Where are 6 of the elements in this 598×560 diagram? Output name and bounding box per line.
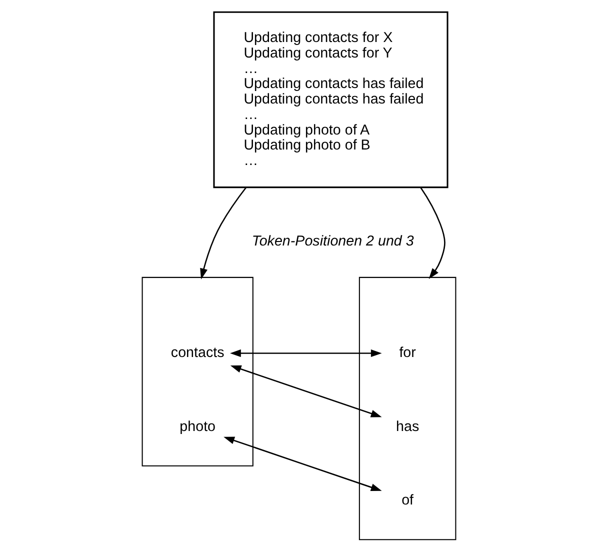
- node-text: has: [396, 418, 420, 435]
- node-text: contacts: [170, 345, 224, 362]
- label: Token-Positionen 2 und 3: [252, 233, 414, 250]
- node-text: photo: [180, 418, 216, 435]
- node-text: for: [399, 345, 416, 362]
- node-text: of: [402, 492, 414, 509]
